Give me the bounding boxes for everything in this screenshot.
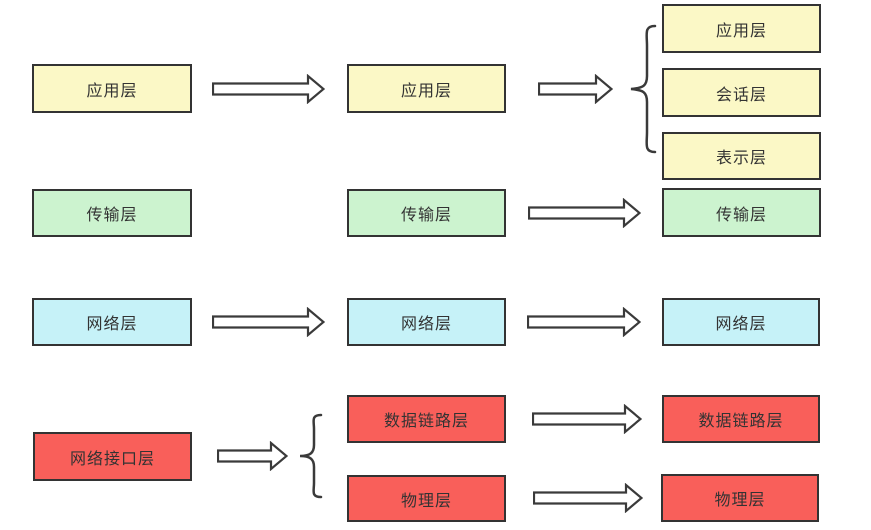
arrow-left-to-middle-application-icon [212, 74, 325, 104]
box-left-transport-layer: 传输层 [32, 189, 192, 237]
arrow-middle-to-right-physical-icon [533, 483, 643, 513]
arrow-middle-to-right-transport-icon [528, 198, 641, 228]
box-right-network-layer: 网络层 [662, 298, 820, 346]
box-middle-application-layer: 应用层 [347, 64, 506, 113]
box-left-application-layer: 应用层 [32, 64, 192, 113]
box-middle-network-layer: 网络层 [347, 298, 506, 346]
box-left-network-layer: 网络层 [32, 298, 192, 346]
arrow-middle-to-right-data-link-icon [532, 404, 642, 434]
arrow-middle-to-right-network-icon [527, 307, 641, 337]
box-right-presentation-layer: 表示层 [662, 132, 821, 180]
box-middle-physical-layer: 物理层 [347, 475, 506, 522]
box-middle-transport-layer: 传输层 [347, 189, 506, 237]
box-left-network-interface-layer: 网络接口层 [33, 432, 192, 481]
box-right-physical-layer: 物理层 [661, 474, 819, 522]
box-middle-data-link-layer: 数据链路层 [347, 395, 506, 443]
box-right-session-layer: 会话层 [662, 68, 821, 117]
curly-brace-osi-upper-layers-icon [630, 24, 657, 154]
curly-brace-link-layers-icon [299, 413, 323, 499]
box-right-transport-layer: 传输层 [662, 188, 821, 237]
arrow-left-to-middle-network-icon [212, 307, 325, 337]
box-right-application-layer: 应用层 [662, 4, 821, 53]
arrow-network-interface-to-brace-icon [217, 441, 288, 471]
box-right-data-link-layer: 数据链路层 [662, 395, 820, 443]
arrow-middle-application-to-brace-icon [538, 74, 613, 104]
